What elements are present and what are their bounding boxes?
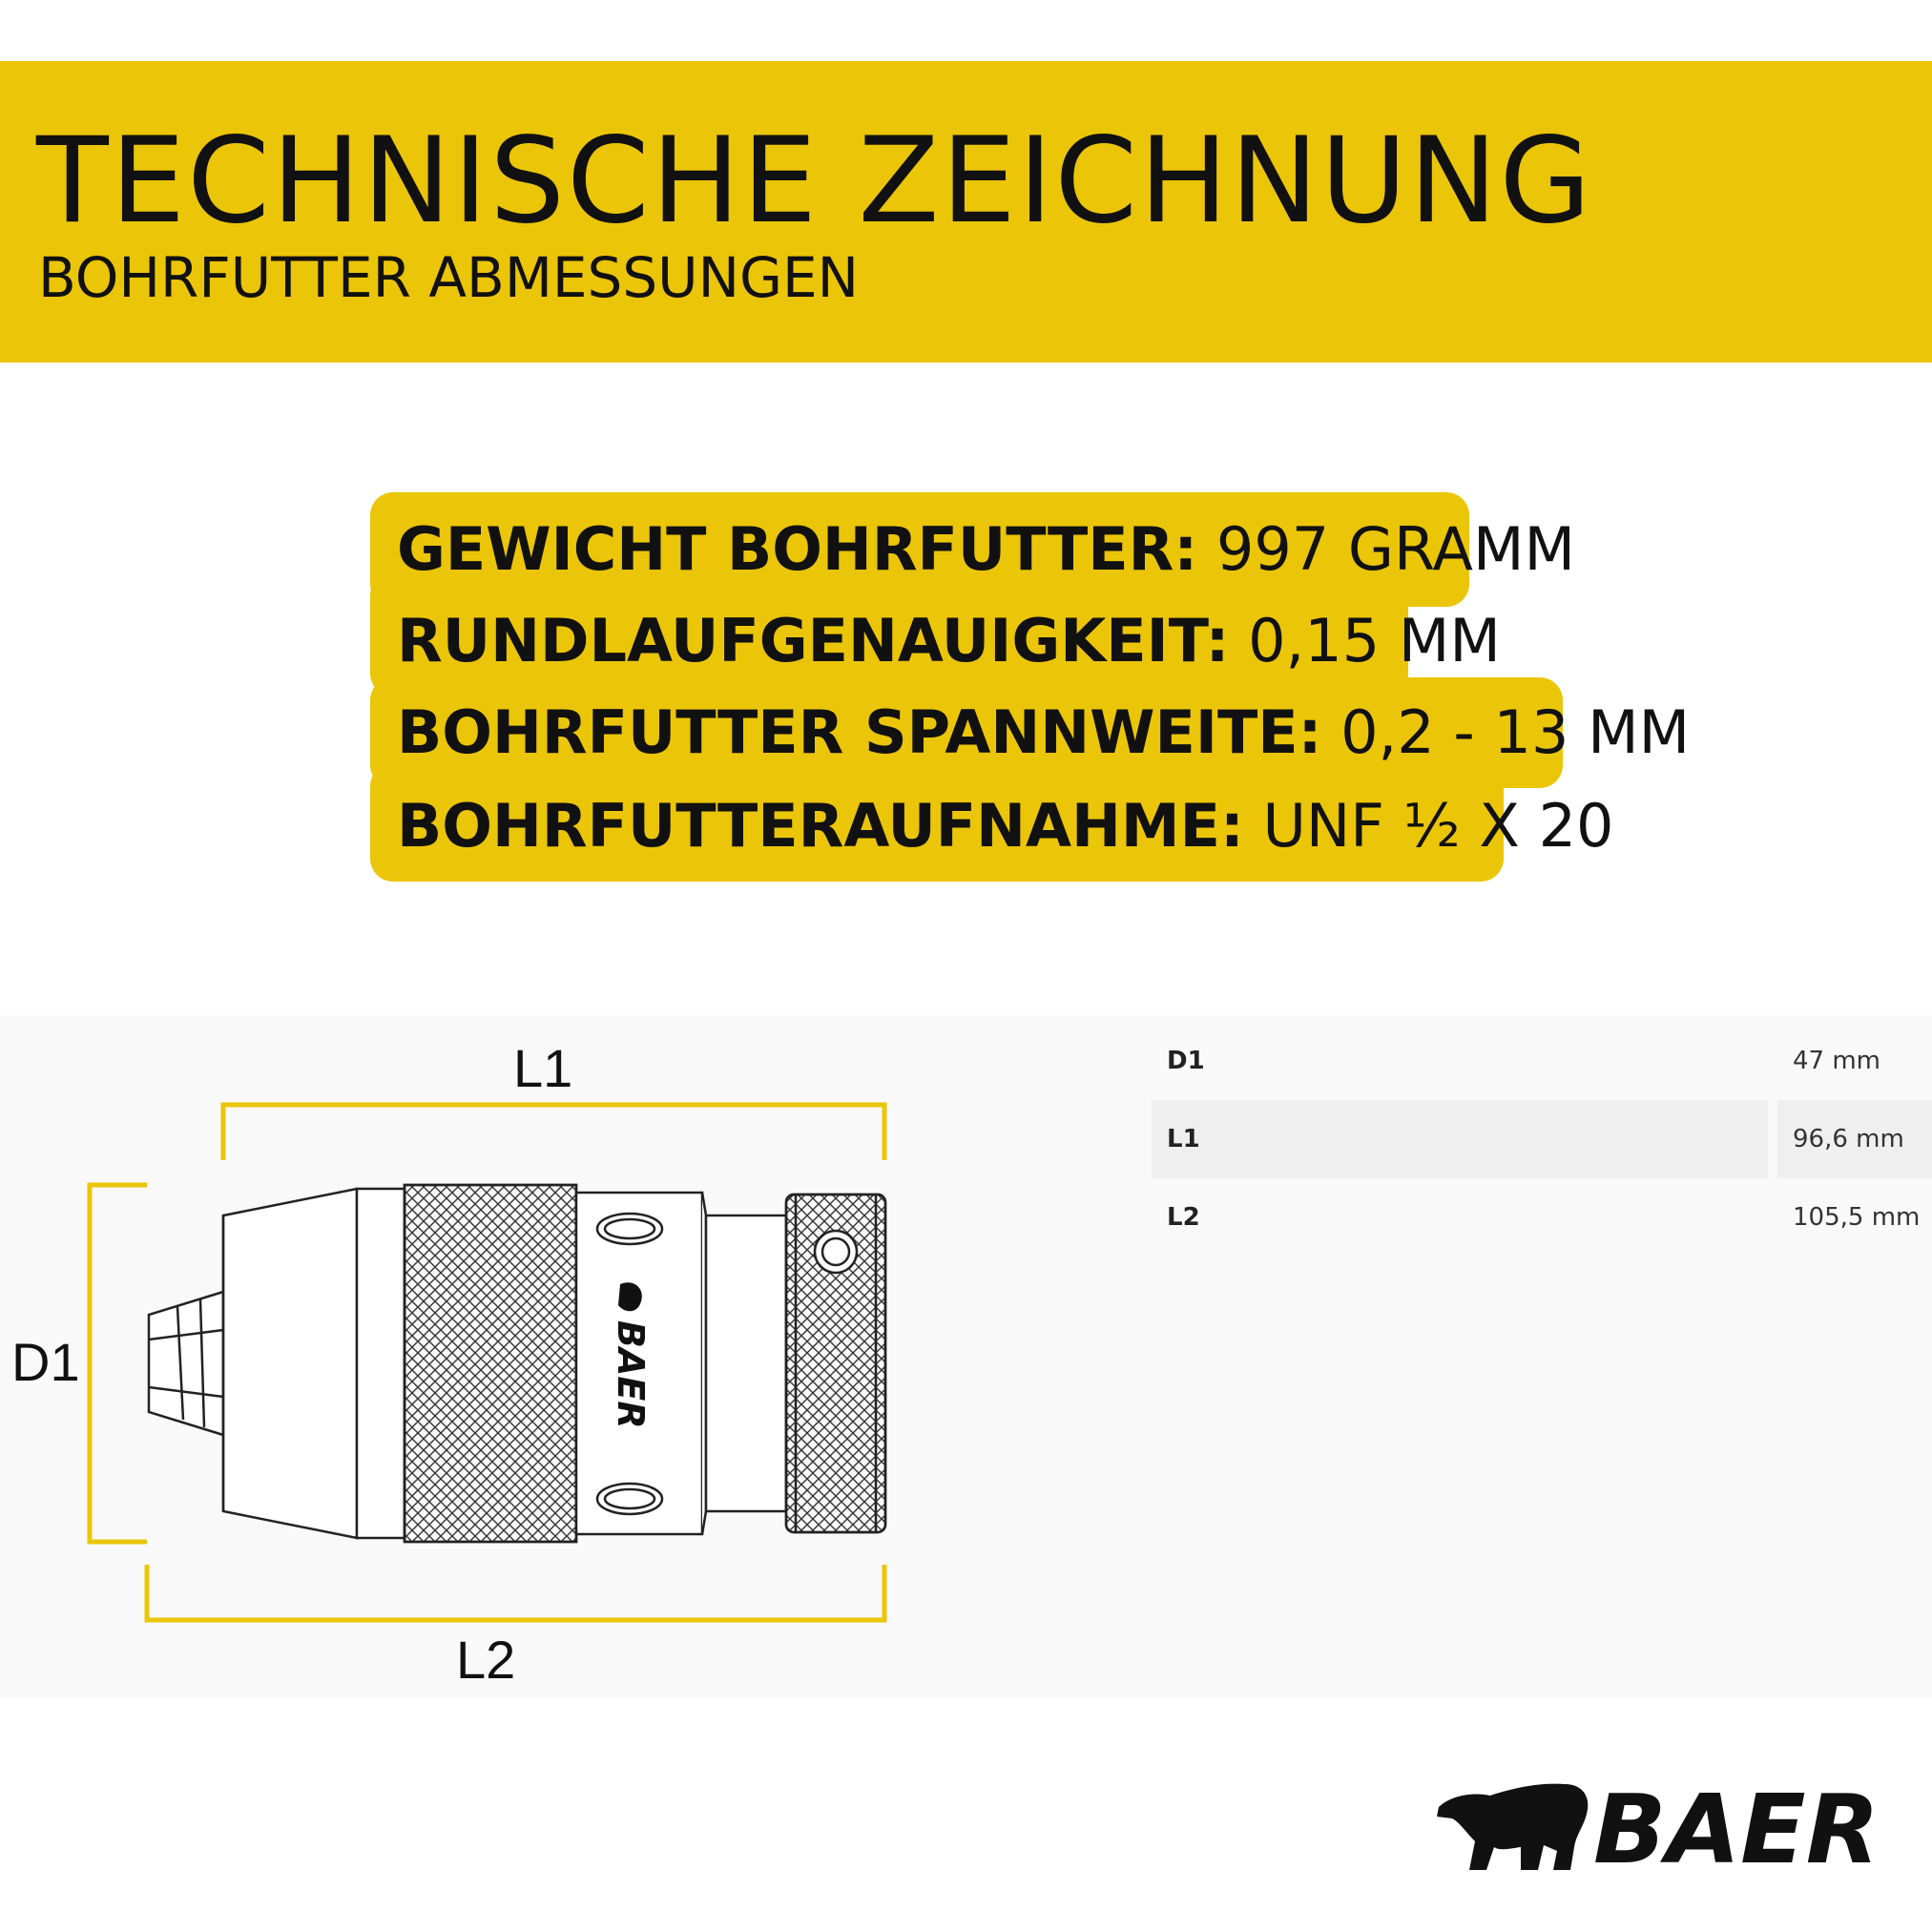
dimension-l1-bracket bbox=[220, 1102, 887, 1160]
dimension-key: L1 bbox=[1167, 1125, 1200, 1153]
dimension-value: 96,6 mm bbox=[1793, 1125, 1904, 1153]
dimension-d1-bracket bbox=[87, 1182, 147, 1545]
table-row: D1 47 mm bbox=[1152, 1022, 1932, 1100]
spec-label: BOHRFUTTER SPANNWEITE: bbox=[397, 697, 1322, 767]
spec-runout: RUNDLAUFGENAUIGKEIT: 0,15 MM bbox=[397, 603, 1501, 679]
label-l2: L2 bbox=[456, 1630, 516, 1690]
page-title: TECHNISCHE ZEICHNUNG bbox=[36, 113, 1593, 250]
spec-label: RUNDLAUFGENAUIGKEIT: bbox=[397, 606, 1230, 675]
label-l1: L1 bbox=[513, 1038, 573, 1098]
spec-highlight-background bbox=[370, 492, 1563, 882]
table-row: L2 105,5 mm bbox=[1152, 1178, 1932, 1257]
dimension-key: D1 bbox=[1167, 1047, 1205, 1075]
dimension-value: 105,5 mm bbox=[1793, 1203, 1921, 1232]
spec-value: 0,15 MM bbox=[1248, 606, 1501, 675]
table-cell-value bbox=[1777, 1100, 1932, 1178]
brand-name: BAER bbox=[1593, 1775, 1880, 1880]
page-subtitle: BOHRFUTTER ABMESSUNGEN bbox=[38, 245, 859, 310]
spec-value: 0,2 - 13 MM bbox=[1340, 697, 1691, 767]
spec-value: UNF ½ X 20 bbox=[1262, 791, 1614, 861]
dimension-key: L2 bbox=[1167, 1203, 1200, 1232]
header-banner bbox=[0, 61, 1932, 363]
bear-icon bbox=[1437, 1783, 1589, 1870]
table-cell-key bbox=[1152, 1178, 1768, 1257]
spec-label: BOHRFUTTERAUFNAHME: bbox=[397, 791, 1244, 861]
body-stamp-text: BAER bbox=[610, 1320, 652, 1429]
spec-label: GEWICHT BOHRFUTTER: bbox=[397, 514, 1198, 584]
label-d1: D1 bbox=[11, 1332, 80, 1392]
dimension-l2-bracket bbox=[144, 1565, 887, 1623]
spec-mount: BOHRFUTTERAUFNAHME: UNF ½ X 20 bbox=[397, 788, 1614, 864]
brand-logo: BAER bbox=[1437, 1775, 1880, 1880]
chuck-body bbox=[147, 1183, 887, 1544]
drill-chuck-drawing: BAER bbox=[87, 1102, 887, 1623]
dimension-value: 47 mm bbox=[1793, 1047, 1881, 1075]
spec-value: 997 GRAMM bbox=[1215, 514, 1575, 584]
table-cell-key bbox=[1152, 1022, 1768, 1100]
body-stamp-logo: BAER bbox=[610, 1282, 652, 1429]
spec-weight: GEWICHT BOHRFUTTER: 997 GRAMM bbox=[397, 511, 1575, 588]
table-row: L1 96,6 mm bbox=[1152, 1100, 1932, 1178]
spec-clamping-range: BOHRFUTTER SPANNWEITE: 0,2 - 13 MM bbox=[397, 695, 1690, 771]
table-cell-key bbox=[1152, 1100, 1768, 1178]
